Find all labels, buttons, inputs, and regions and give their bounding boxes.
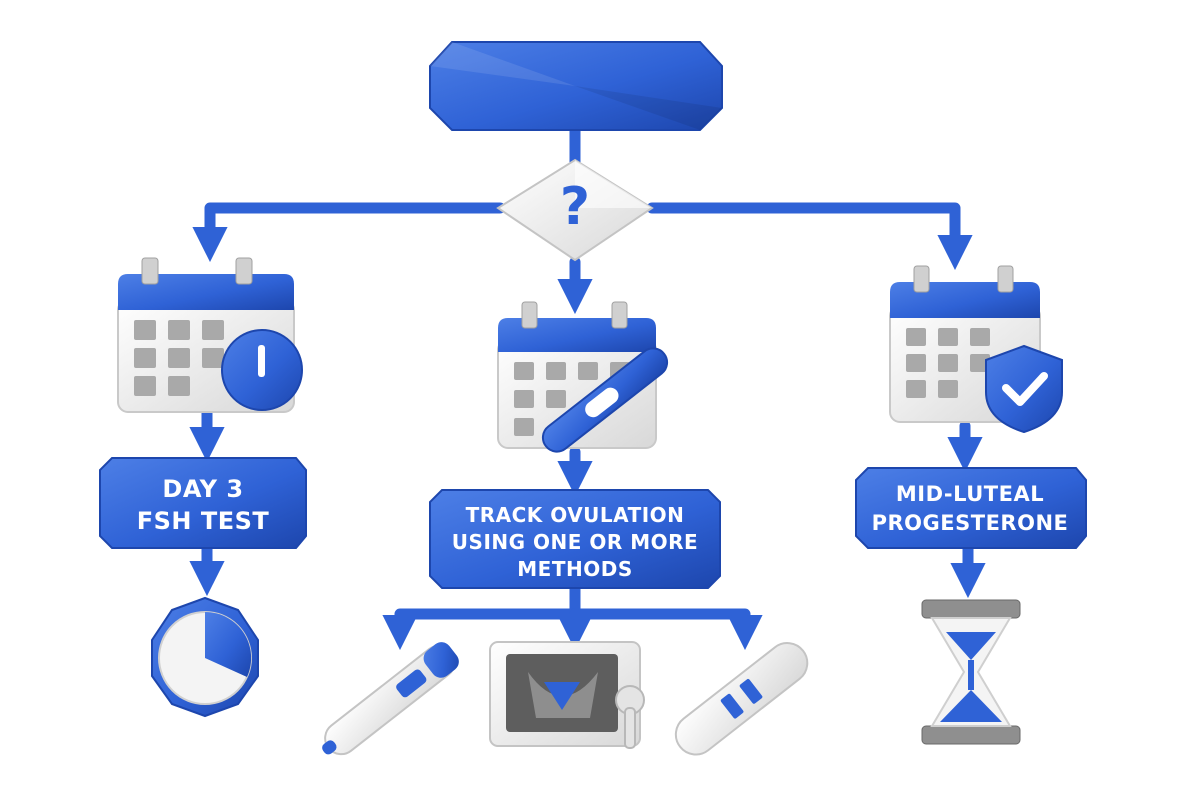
thermometer-icon <box>322 642 459 756</box>
question-diamond-icon: ? <box>560 177 590 237</box>
connector-track-to-method-1 <box>382 582 581 651</box>
day3-line-2: FSH TEST <box>137 507 270 535</box>
midluteal-line-1: MID-LUTEAL <box>896 482 1044 506</box>
track-line-3: METHODS <box>517 557 632 581</box>
calendar-clock-icon <box>117 257 303 413</box>
test-stick-icon <box>541 347 669 453</box>
shield-check-icon <box>985 344 1063 434</box>
connector-decision-to-left <box>192 202 506 263</box>
midluteal-progesterone-node: MID-LUTEAL PROGESTERONE <box>855 467 1087 549</box>
day3-fsh-test-node: DAY 3 FSH TEST <box>99 457 307 549</box>
pie-clock-icon <box>151 596 259 718</box>
connectors <box>189 122 986 651</box>
decision-node: ? <box>496 158 654 262</box>
connector-decision-to-right <box>646 202 973 271</box>
clock-icon <box>221 329 303 411</box>
midluteal-line-2: PROGESTERONE <box>872 511 1069 535</box>
ultrasound-monitor-icon <box>489 641 645 749</box>
start-node <box>429 41 723 131</box>
connector-track-to-method-3 <box>569 608 763 651</box>
hourglass-icon <box>921 599 1021 745</box>
calendar-ovulation-test-icon <box>497 301 669 453</box>
calendar-shield-check-icon <box>889 265 1063 434</box>
ovulation-test-strip-icon <box>674 642 809 756</box>
track-line-2: USING ONE OR MORE <box>452 530 698 554</box>
ultrasound-probe-icon <box>615 685 645 749</box>
track-line-1: TRACK OVULATION <box>466 503 685 527</box>
track-ovulation-node: TRACK OVULATION USING ONE OR MORE METHOD… <box>429 489 721 589</box>
day3-line-1: DAY 3 <box>162 475 243 503</box>
